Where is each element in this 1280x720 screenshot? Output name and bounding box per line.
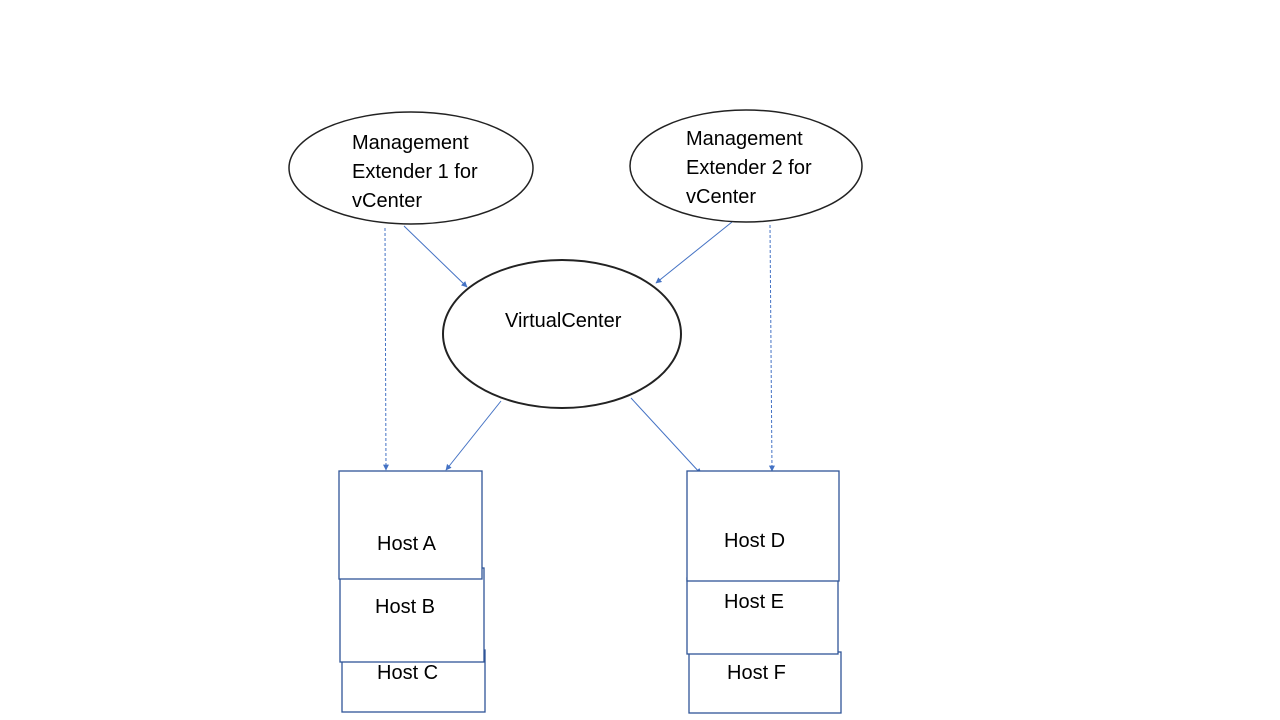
host-a-label: Host A [377,533,437,555]
extender-1-label-line-2: Extender 1 for [352,161,478,183]
host-e-label: Host E [724,591,784,613]
host-a-node: Host A [338,470,483,580]
connector-virtualcenter-to-host-d [630,397,702,475]
connector-extender1-to-host-a [382,227,389,471]
extender-2-label-line-2: Extender 2 for [686,157,812,179]
virtualcenter-node: VirtualCenter [442,259,682,409]
extender-2-node: Management Extender 2 for vCenter [629,109,863,223]
extender-2-ellipse [629,109,863,223]
extender-2-label-line-3: vCenter [686,186,756,208]
host-c-label: Host C [377,662,438,684]
extender-1-label-line-3: vCenter [352,190,422,212]
virtualcenter-ellipse [442,259,682,409]
extender-2-label-line-1: Management [686,128,803,150]
host-e-node: Host E [686,577,839,655]
host-f-label: Host F [727,662,786,684]
extender-1-ellipse [288,111,534,225]
host-b-node: Host B [339,567,485,663]
host-a-box [338,470,483,580]
extender-1-node: Management Extender 1 for vCenter [288,111,534,225]
connector-virtualcenter-to-host-a [445,400,502,471]
host-e-box [686,577,839,655]
host-b-box [339,567,485,663]
virtualcenter-label: VirtualCenter [505,310,622,332]
extender-1-label-line-1: Management [352,132,469,154]
connector-extender2-to-host-d [768,224,775,472]
connector-extender2-to-virtualcenter [655,221,733,284]
host-b-label: Host B [375,596,435,618]
host-d-node: Host D [686,470,840,582]
host-d-box [686,470,840,582]
host-d-label: Host D [724,530,785,552]
connector-extender1-to-virtualcenter [403,225,468,288]
host-f-node: Host F [688,651,842,714]
